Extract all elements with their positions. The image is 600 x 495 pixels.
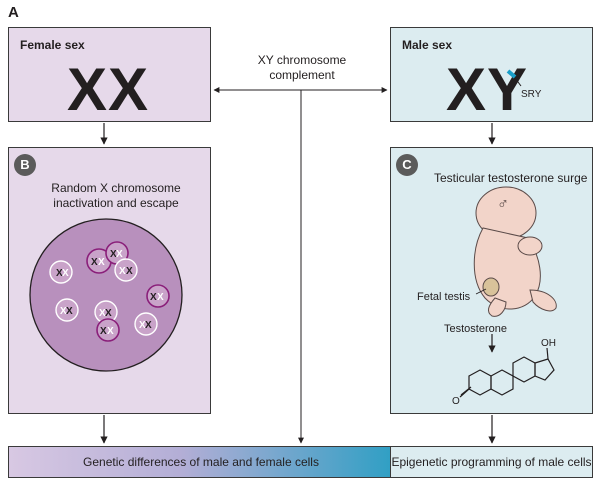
x-cell: X X — [114, 258, 138, 282]
svg-text:X: X — [116, 249, 123, 260]
svg-text:X: X — [150, 292, 157, 303]
panel-b-caption-line1: Random X chromosome — [51, 181, 181, 195]
svg-text:X: X — [62, 268, 69, 279]
svg-text:X: X — [91, 257, 98, 268]
fetal-testis-label: Fetal testis — [417, 291, 471, 303]
testosterone-structure — [459, 347, 555, 398]
male-xy-label: XY — [446, 56, 529, 123]
svg-text:X: X — [157, 292, 164, 303]
genetic-differences-label: Genetic differences of male and female c… — [83, 455, 319, 469]
svg-text:X: X — [126, 266, 133, 277]
testosterone-label: Testosterone — [444, 323, 507, 335]
sry-gene-label: SRY — [521, 89, 542, 100]
xy-complement-line1: XY chromosome — [257, 53, 347, 67]
fetal-testis-pointer — [475, 288, 487, 295]
svg-text:X: X — [98, 257, 105, 268]
male-sex-title: Male sex — [402, 38, 453, 52]
xy-complement-line2: complement — [269, 68, 335, 82]
oh-label: OH — [541, 338, 556, 349]
testosterone-surge-title: Testicular testosterone surge — [434, 171, 588, 185]
svg-text:X: X — [99, 308, 106, 319]
x-cell-active: X X — [146, 284, 170, 308]
male-sex-box: Male sex XY SRY — [390, 27, 593, 122]
panel-c-badge: C — [396, 154, 418, 176]
panel-b-caption: Random X chromosome inactivation and esc… — [16, 181, 216, 211]
svg-text:X: X — [105, 308, 112, 319]
svg-text:X: X — [66, 306, 73, 317]
female-xx-label: XX — [67, 56, 150, 123]
female-sex-box: Female sex XX — [8, 27, 211, 122]
x-cell: X X — [49, 260, 73, 284]
panel-b-badge: B — [14, 154, 36, 176]
o-label: O — [452, 396, 460, 407]
x-cell: X X — [55, 298, 79, 322]
panel-a-label: A — [8, 4, 19, 21]
male-symbol-icon: ♂ — [497, 196, 509, 213]
epigenetic-programming-box: Epigenetic programming of male cells — [390, 446, 593, 478]
svg-text:X: X — [145, 320, 152, 331]
svg-text:X: X — [107, 326, 114, 337]
x-cell: X X — [134, 312, 158, 336]
svg-text:X: X — [100, 326, 107, 337]
svg-text:X: X — [110, 249, 117, 260]
sry-pointer — [514, 77, 522, 87]
svg-text:X: X — [60, 306, 67, 317]
genetic-differences-box: Genetic differences of male and female c… — [8, 446, 394, 478]
panel-b-caption-line2: inactivation and escape — [53, 196, 179, 210]
epigenetic-programming-label: Epigenetic programming of male cells — [391, 455, 592, 469]
sry-marker — [506, 69, 517, 79]
svg-text:X: X — [119, 266, 126, 277]
svg-text:X: X — [139, 320, 146, 331]
female-sex-title: Female sex — [20, 38, 85, 52]
xy-complement-label: XY chromosome complement — [240, 53, 364, 83]
fetus-illustration — [473, 186, 557, 317]
x-cell-active: X X — [96, 318, 120, 342]
x-cell: X X — [94, 300, 118, 324]
svg-text:X: X — [56, 268, 63, 279]
